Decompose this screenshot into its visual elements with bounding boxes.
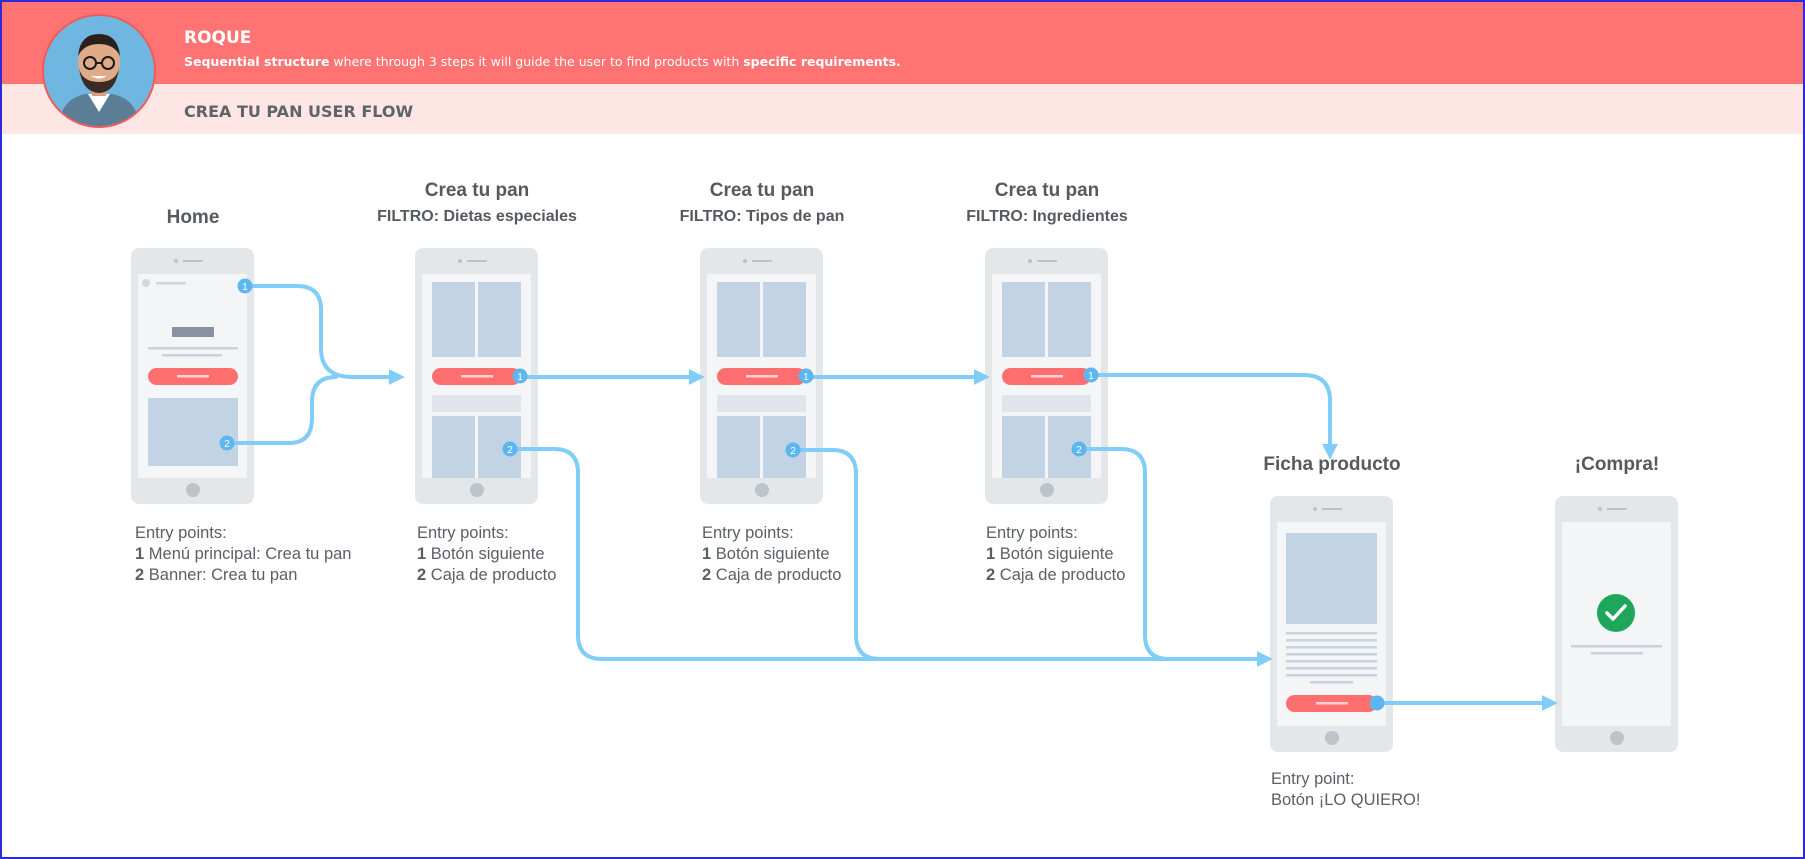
title-dietas: Crea tu pan (424, 180, 530, 201)
marker-1: 1 (1088, 371, 1094, 382)
filter-dietas: FILTRO: Dietas especiales (377, 208, 577, 225)
title-compra: ¡Compra! (1574, 454, 1660, 475)
entry-points-home: Entry points: 1 Menú principal: Crea tu … (135, 524, 352, 584)
filter-tipos: FILTRO: Tipos de pan (679, 208, 845, 225)
entry-points-dietas: Entry points: 1 Botón siguiente 2 Caja d… (417, 524, 557, 584)
phone-home (131, 248, 254, 504)
avatar (42, 14, 156, 128)
marker-2: 2 (790, 446, 796, 457)
phone-compra (1555, 496, 1678, 752)
phone-ficha-producto (1270, 496, 1393, 752)
marker-1: 1 (517, 372, 523, 383)
title-ingredientes: Crea tu pan (994, 180, 1100, 201)
person-portrait-icon (44, 16, 154, 126)
title-tipos: Crea tu pan (709, 180, 815, 201)
entry-points-ingredientes: Entry points: 1 Botón siguiente 2 Caja d… (986, 524, 1126, 584)
arrow-home-menu (243, 284, 405, 385)
phone-tipos (700, 248, 823, 504)
filter-ingredientes: FILTRO: Ingredientes (966, 208, 1128, 225)
arrow-dietas-product (508, 447, 1273, 667)
marker-2: 2 (1076, 445, 1082, 456)
marker-2: 2 (224, 439, 230, 450)
flow-arrows (225, 284, 1558, 711)
arrow-ingredientes-product (1077, 447, 1171, 661)
step-markers: 1 2 1 2 1 2 1 2 (219, 278, 1385, 711)
arrow-home-banner (225, 375, 338, 445)
subheader-bar (2, 84, 1803, 134)
entry-points-ficha: Entry point: Botón ¡LO QUIERO! (1271, 770, 1421, 809)
header-bar (2, 2, 1803, 84)
marker-1: 1 (803, 372, 809, 383)
entry-points-tipos: Entry points: 1 Botón siguiente 2 Caja d… (702, 524, 842, 584)
title-home: Home (166, 207, 220, 228)
marker-2: 2 (507, 445, 513, 456)
flow-title: CREA TU PAN USER FLOW (184, 102, 414, 121)
arrow-ingredientes-next (1089, 373, 1338, 460)
author-name: ROQUE (184, 28, 252, 48)
checkmark-icon (1597, 594, 1635, 632)
marker-1: 1 (242, 282, 248, 293)
title-ficha-producto: Ficha producto (1263, 454, 1401, 475)
arrow-tipos-product (791, 448, 882, 661)
flow-description: Sequential structure where through 3 ste… (184, 54, 901, 69)
